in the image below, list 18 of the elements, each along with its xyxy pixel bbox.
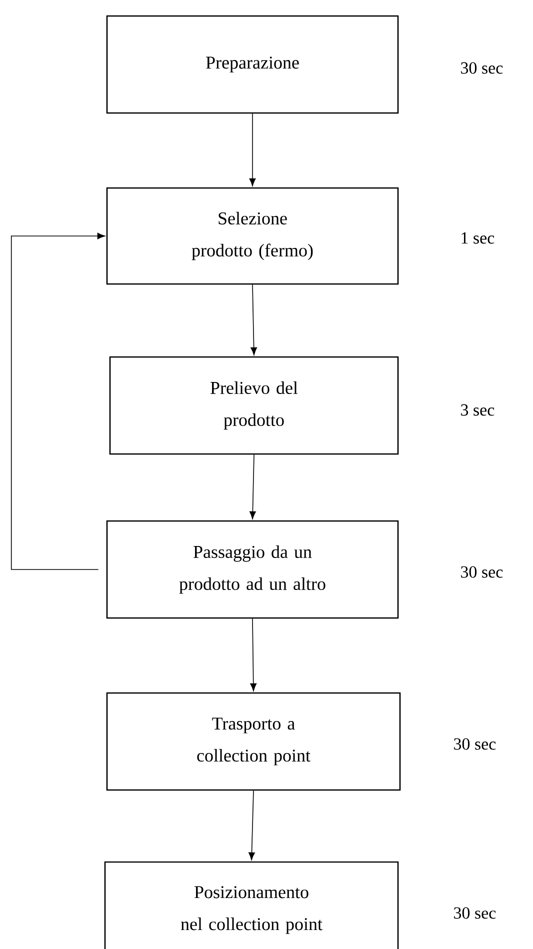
duration-label: 30 sec	[454, 738, 496, 750]
arrow	[250, 618, 257, 692]
duration-label: 1 sec	[462, 232, 494, 244]
duration-label: 30 sec	[461, 566, 503, 578]
arrow	[248, 790, 255, 860]
duration-label: 3 sec	[461, 404, 494, 416]
arrow	[10, 232, 106, 570]
arrow	[250, 454, 256, 520]
process-box: Selezione prodotto (fermo)	[106, 187, 399, 285]
duration-label: 30 sec	[454, 907, 496, 919]
arrow	[249, 113, 256, 186]
process-box: Prelievo del prodotto	[109, 356, 399, 455]
process-box: Preparazione	[106, 15, 399, 114]
arrow	[250, 284, 258, 356]
process-box: Passaggio da un prodotto ad un altro	[106, 520, 399, 619]
process-box: Trasporto a collection point	[106, 692, 401, 791]
process-box: Posizionamento nel collection point	[104, 861, 399, 949]
duration-label: 30 sec	[461, 62, 503, 74]
